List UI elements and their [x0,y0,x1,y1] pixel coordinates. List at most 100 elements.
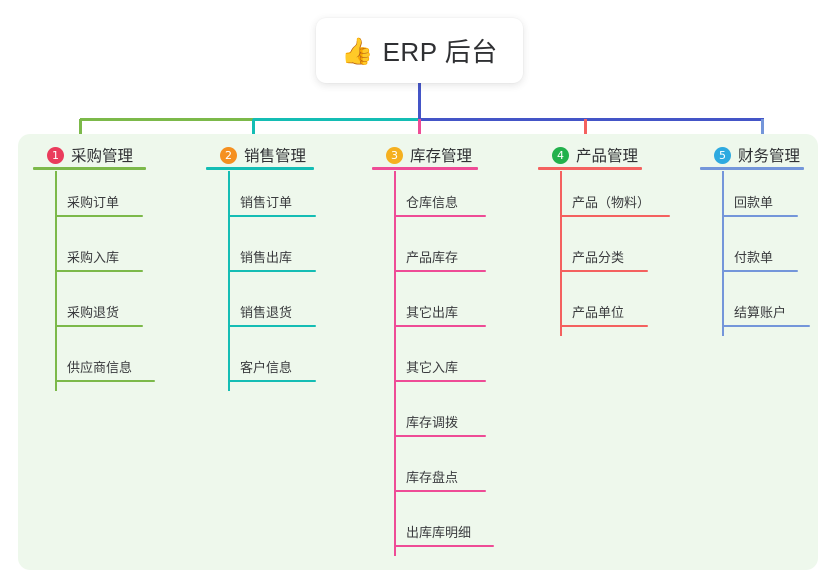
list-item[interactable]: 其它出库 [372,281,486,336]
list-item[interactable]: 产品分类 [538,226,648,281]
branch-number-badge: 5 [714,146,731,164]
branch-number-badge: 4 [552,146,569,164]
thumbs-up-icon: 👍 [341,35,374,66]
branch-spine [722,171,724,336]
list-item[interactable]: 客户信息 [206,336,316,391]
list-item-rule [394,325,486,327]
list-item[interactable]: 产品单位 [538,281,648,336]
list-item-label: 其它入库 [406,360,459,375]
list-item-rule [228,270,316,272]
list-item-rule [722,270,798,272]
branch-item-list: 销售订单销售出库销售退货客户信息 [206,171,316,391]
list-item-label: 仓库信息 [406,195,459,210]
list-item-rule [394,545,494,547]
list-item-label: 库存盘点 [406,470,459,485]
branch-column-4: 4 产品管理产品（物料） 产品分类产品单位 [538,142,670,336]
list-item[interactable]: 产品库存 [372,226,486,281]
root-node-label: ERP 后台 [382,37,498,67]
list-item-label: 销售订单 [240,195,293,210]
branch-spine [394,171,396,556]
list-item-label: 销售退货 [240,305,293,320]
list-item[interactable]: 采购入库 [33,226,143,281]
branch-header-rule [700,167,804,170]
list-item-label: 采购退货 [67,305,120,320]
list-item-label: 产品分类 [572,250,625,265]
list-item-rule [228,380,316,382]
branch-title: 库存管理 [410,148,473,165]
branch-column-5: 5 财务管理回款单付款单结算账户 [700,142,810,336]
list-item-rule [228,325,316,327]
list-item-rule [55,325,143,327]
list-item-rule [394,435,486,437]
branch-spine [228,171,230,391]
list-item-rule [560,270,648,272]
list-item-label: 库存调拨 [406,415,459,430]
list-item[interactable]: 采购退货 [33,281,143,336]
list-item[interactable]: 销售订单 [206,171,316,226]
list-item[interactable]: 回款单 [700,171,800,226]
list-item-label: 结算账户 [734,305,787,320]
list-item-rule [722,215,798,217]
list-item-rule [394,215,486,217]
list-item-rule [55,270,143,272]
list-item[interactable]: 结算账户 [700,281,810,336]
list-item[interactable]: 供应商信息 [33,336,155,391]
list-item[interactable]: 其它入库 [372,336,486,391]
branch-header-rule [33,167,146,170]
branch-header-2[interactable]: 2 销售管理 [206,142,314,170]
branch-number-badge: 1 [47,146,64,164]
list-item[interactable]: 销售出库 [206,226,316,281]
list-item-rule [722,325,810,327]
branch-number-badge: 2 [220,146,237,164]
list-item-label: 产品单位 [572,305,625,320]
list-item[interactable]: 出库库明细 [372,501,494,556]
list-item-rule [394,270,486,272]
list-item-label: 客户信息 [240,360,293,375]
list-item[interactable]: 采购订单 [33,171,143,226]
branch-number-badge: 3 [386,146,403,164]
branch-header-rule [372,167,478,170]
branch-spine [55,171,57,391]
branch-column-2: 2 销售管理销售订单销售出库销售退货客户信息 [206,142,316,391]
root-node[interactable]: 👍 ERP 后台 [316,18,523,83]
list-item[interactable]: 仓库信息 [372,171,486,226]
list-item-label: 其它出库 [406,305,459,320]
branch-header-4[interactable]: 4 产品管理 [538,142,642,170]
list-item[interactable]: 库存盘点 [372,446,486,501]
list-item-label: 销售出库 [240,250,293,265]
branch-item-list: 采购订单采购入库采购退货供应商信息 [33,171,155,391]
branch-header-1[interactable]: 1 采购管理 [33,142,146,170]
list-item-label: 产品（物料） [572,195,651,210]
list-item[interactable]: 付款单 [700,226,800,281]
list-item-rule [55,215,143,217]
branch-header-rule [538,167,642,170]
branch-header-rule [206,167,314,170]
diagram-panel [18,134,818,570]
list-item[interactable]: 销售退货 [206,281,316,336]
list-item-label: 付款单 [734,250,774,265]
branch-title: 财务管理 [738,148,801,165]
branch-column-1: 1 采购管理采购订单采购入库采购退货供应商信息 [33,142,155,391]
list-item-label: 出库库明细 [406,525,472,540]
branch-header-3[interactable]: 3 库存管理 [372,142,478,170]
branch-spine [560,171,562,336]
branch-title: 产品管理 [576,148,639,165]
list-item-rule [560,325,648,327]
list-item-rule [394,490,486,492]
branch-title: 销售管理 [244,148,307,165]
list-item-rule [394,380,486,382]
list-item-label: 回款单 [734,195,774,210]
list-item-rule [560,215,670,217]
list-item[interactable]: 库存调拨 [372,391,486,446]
branch-title: 采购管理 [71,148,134,165]
list-item-label: 供应商信息 [67,360,133,375]
list-item-rule [55,380,155,382]
branch-column-3: 3 库存管理仓库信息产品库存其它出库其它入库库存调拨库存盘点出库库明细 [372,142,494,556]
list-item[interactable]: 产品（物料） [538,171,670,226]
list-item-rule [228,215,316,217]
branch-header-5[interactable]: 5 财务管理 [700,142,804,170]
list-item-label: 采购订单 [67,195,120,210]
branch-item-list: 产品（物料） 产品分类产品单位 [538,171,670,336]
